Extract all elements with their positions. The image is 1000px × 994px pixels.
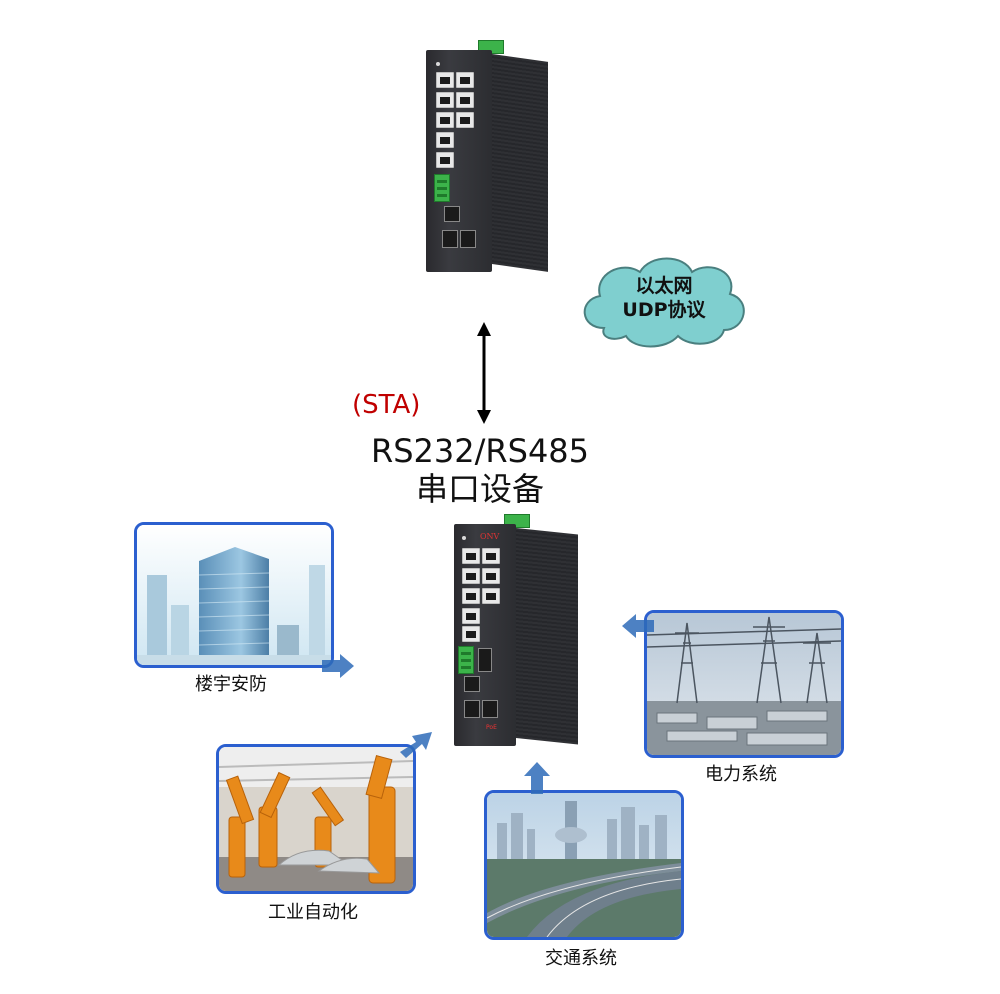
rj45-port xyxy=(462,608,480,624)
cloud-line-ethernet: 以太网 xyxy=(635,275,693,297)
rj45-port xyxy=(482,568,500,584)
sfp-slot xyxy=(464,700,480,718)
card-building-security xyxy=(134,522,334,668)
caption-industrial-automation: 工业自动化 xyxy=(268,902,358,923)
arrow-right-icon xyxy=(322,654,354,678)
card-power-system xyxy=(644,610,844,758)
rj45-port xyxy=(482,588,500,604)
rj45-port xyxy=(456,92,474,108)
building-scene-image xyxy=(137,525,331,665)
rj45-port xyxy=(436,132,454,148)
led-indicator xyxy=(436,62,440,66)
device-line-serial: 串口设备 xyxy=(415,470,544,508)
brand-logo: ONV xyxy=(480,532,500,541)
arrow-up-right-icon xyxy=(400,732,432,758)
sfp-slot xyxy=(444,206,460,222)
switch-heatsink xyxy=(516,528,578,745)
sfp-slot xyxy=(482,700,498,718)
rj45-port xyxy=(436,92,454,108)
rj45-port xyxy=(462,588,480,604)
substation-scene-image xyxy=(647,613,841,755)
robot-arm-scene-image xyxy=(219,747,413,891)
rj45-port xyxy=(456,72,474,88)
sfp-slot xyxy=(464,676,480,692)
terminal-block xyxy=(434,174,450,202)
top-switch-device xyxy=(426,40,550,272)
led-indicator xyxy=(462,536,466,540)
sfp-slot xyxy=(478,648,492,672)
caption-building-security: 楼宇安防 xyxy=(195,674,267,695)
rj45-port xyxy=(482,548,500,564)
card-traffic-system xyxy=(484,790,684,940)
device-title: RS232/RS485 串口设备 xyxy=(340,432,620,508)
rj45-port xyxy=(462,626,480,642)
card-industrial-automation xyxy=(216,744,416,894)
highway-scene-image xyxy=(487,793,681,937)
arrow-up-icon xyxy=(524,762,550,794)
sta-label: (STA) xyxy=(352,390,421,420)
rj45-port xyxy=(436,112,454,128)
sfp-slot xyxy=(442,230,458,248)
switch-heatsink xyxy=(492,54,548,272)
caption-power-system: 电力系统 xyxy=(705,764,777,785)
cloud-shape xyxy=(583,257,745,348)
cloud-line-udp: UDP协议 xyxy=(622,299,706,321)
rj45-port xyxy=(436,152,454,168)
rj45-port xyxy=(462,568,480,584)
arrow-left-icon xyxy=(622,614,654,638)
bottom-switch-device: ONV PoE xyxy=(454,514,582,746)
rj45-port xyxy=(456,112,474,128)
rj45-port xyxy=(436,72,454,88)
double-arrow xyxy=(477,322,491,424)
terminal-block xyxy=(458,646,474,674)
device-line-protocol: RS232/RS485 xyxy=(370,432,590,470)
poe-mark: PoE xyxy=(486,724,497,731)
cloud-label: 以太网 UDP协议 xyxy=(604,274,724,322)
sfp-slot xyxy=(460,230,476,248)
caption-traffic-system: 交通系统 xyxy=(545,948,617,969)
rj45-port xyxy=(462,548,480,564)
